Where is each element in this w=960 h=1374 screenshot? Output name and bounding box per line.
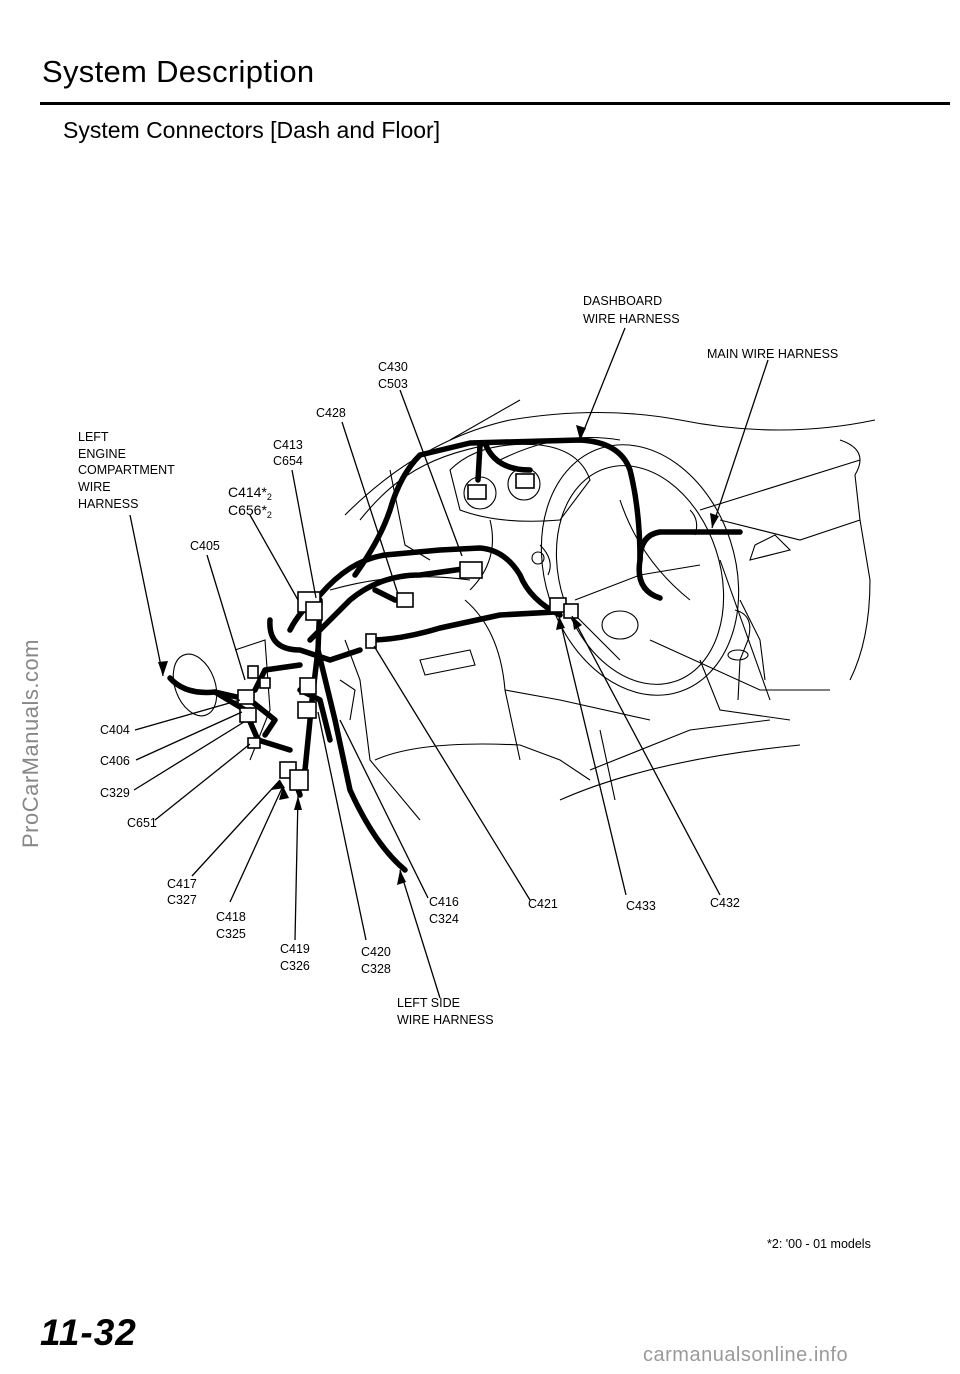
harness-labels: DASHBOARD WIRE HARNESS MAIN WIRE HARNESS…: [78, 294, 838, 1027]
connector-label-c406: C406: [100, 754, 130, 768]
dashboard-harness-label-line1: DASHBOARD: [583, 294, 662, 308]
connector-blocks: [237, 473, 579, 791]
connector-label-c432: C432: [710, 896, 740, 910]
page-number: 11-32: [40, 1312, 137, 1353]
connector-label-c419: C419: [280, 942, 310, 956]
connector-label-c420: C420: [361, 945, 391, 959]
connector-label-c404: C404: [100, 723, 130, 737]
connector-label-c654: C654: [273, 454, 303, 468]
connector-label-c326: C326: [280, 959, 310, 973]
connector-label-c430: C430: [378, 360, 408, 374]
leader-lines: [129, 327, 769, 999]
left-side-harness-label-line2: WIRE HARNESS: [397, 1013, 494, 1027]
page-subtitle: System Connectors [Dash and Floor]: [63, 117, 441, 143]
main-harness-label: MAIN WIRE HARNESS: [707, 347, 838, 361]
connector-label-c651: C651: [127, 816, 157, 830]
connector-label-c503: C503: [378, 377, 408, 391]
connector-label-c656: C656*2: [228, 502, 272, 520]
arrowheads: [158, 425, 719, 885]
connector-label-c324: C324: [429, 912, 459, 926]
connector-label-c327: C327: [167, 893, 197, 907]
left-engine-harness-label-line4: WIRE: [78, 480, 111, 494]
connector-label-c433: C433: [626, 899, 656, 913]
left-engine-harness-label-line5: HARNESS: [78, 497, 138, 511]
connector-label-c329: C329: [100, 786, 130, 800]
connector-label-c405: C405: [190, 539, 220, 553]
side-watermark: ProCarManuals.com: [18, 638, 43, 848]
footnote: *2: '00 - 01 models: [767, 1237, 871, 1251]
connector-label-c413: C413: [273, 438, 303, 452]
connector-label-c418: C418: [216, 910, 246, 924]
connector-label-c414: C414*2: [228, 484, 272, 502]
page-title: System Description: [42, 54, 315, 89]
dashboard-harness-label-line2: WIRE HARNESS: [583, 312, 680, 326]
title-rule: [40, 102, 950, 105]
connector-labels: C430 C503 C428 C413 C654 C414*2 C656*2 C…: [100, 360, 740, 976]
left-engine-harness-label-line2: ENGINE: [78, 447, 126, 461]
bottom-watermark: carmanualsonline.info: [643, 1344, 849, 1366]
dashboard-outline: [172, 399, 876, 821]
connector-label-c421: C421: [528, 897, 558, 911]
left-engine-harness-label-line3: COMPARTMENT: [78, 463, 175, 477]
connector-label-c328: C328: [361, 962, 391, 976]
connector-label-c416: C416: [429, 895, 459, 909]
connector-label-c325: C325: [216, 927, 246, 941]
left-engine-harness-label-line1: LEFT: [78, 430, 109, 444]
left-side-harness-label-line1: LEFT SIDE: [397, 996, 460, 1010]
connector-label-c417: C417: [167, 877, 197, 891]
connector-label-c428: C428: [316, 406, 346, 420]
